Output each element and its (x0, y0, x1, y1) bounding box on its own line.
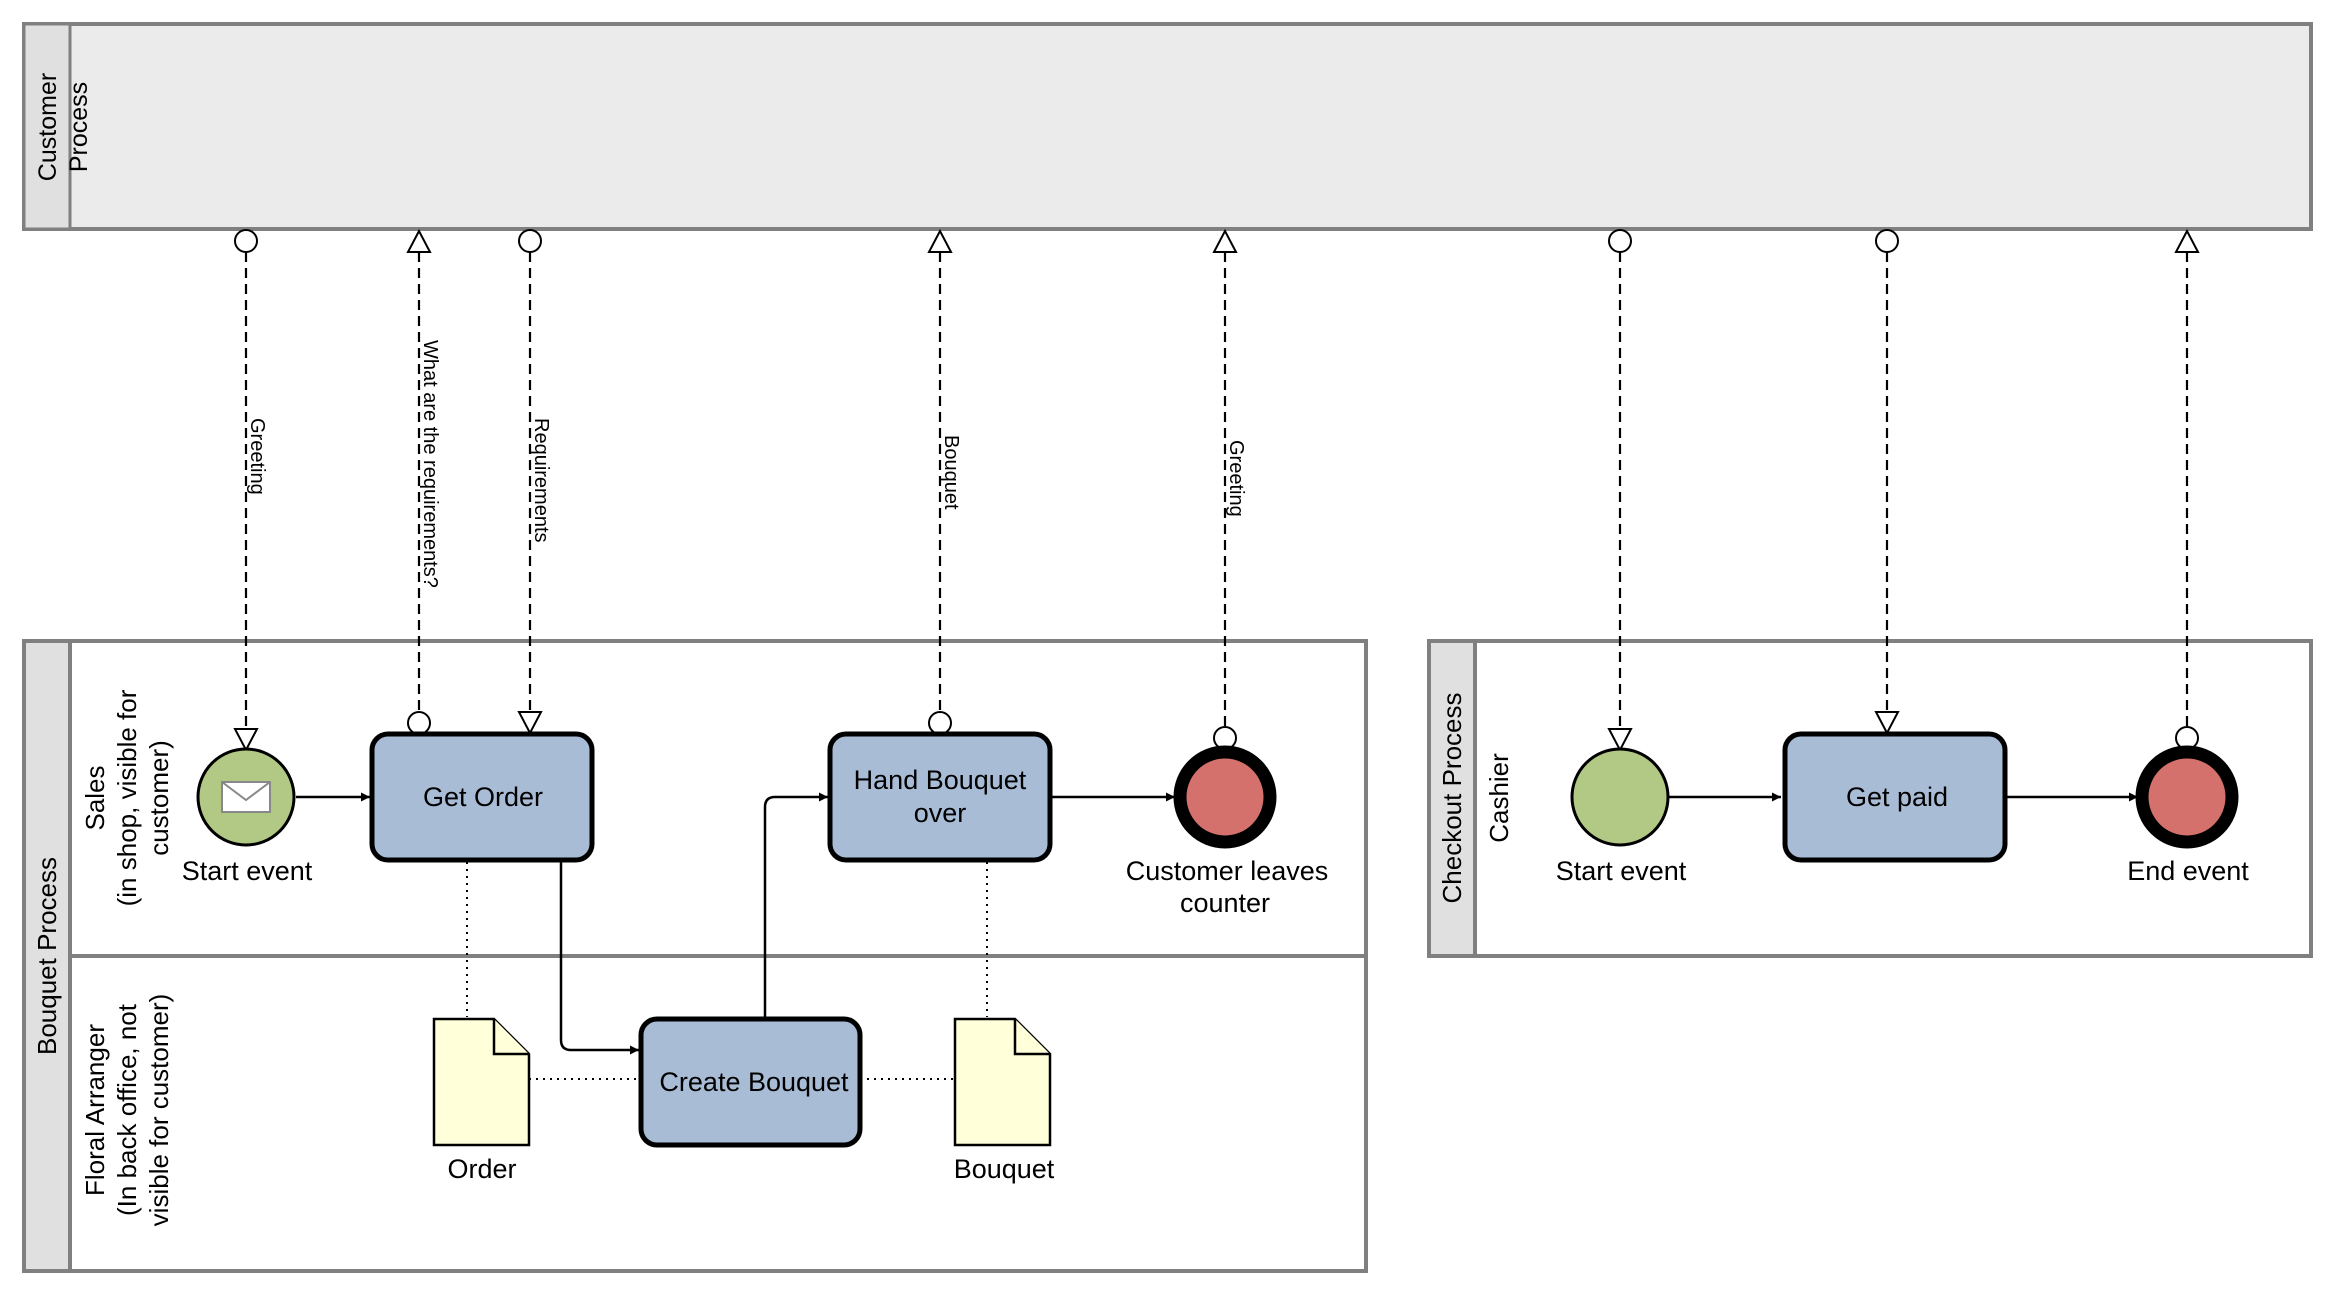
bouquet-start-event[interactable]: Start event (182, 747, 313, 886)
task-get-paid-label: Get paid (1846, 782, 1948, 812)
checkout-pool-label: Checkout Process (1437, 693, 1467, 904)
checkout-start-event[interactable]: Start event (1556, 747, 1687, 886)
lane-sales-label-line3: customer) (144, 740, 174, 856)
task-get-paid[interactable]: Get paid (1782, 731, 2008, 863)
lane-sales-label-line1: Sales (80, 765, 110, 830)
lane-floral-label-line1: Floral Arranger (80, 1024, 110, 1196)
sequence-flow-create-bouquet-to-hand-over[interactable] (763, 792, 828, 1018)
checkout-end-event-label: End event (2127, 856, 2249, 886)
checkout-start-event-label: Start event (1556, 856, 1687, 886)
message-flow-requirements[interactable]: Requirements (517, 229, 552, 736)
task-hand-bouquet-label-line2: over (914, 798, 967, 828)
lane-floral-label-line3: visible for customer) (144, 994, 174, 1227)
task-hand-bouquet-over[interactable]: Hand Bouquet over (827, 731, 1053, 863)
lane-cashier-label: Cashier (1484, 753, 1514, 843)
lane-floral-arranger: Floral Arranger (In back office, not vis… (80, 994, 174, 1227)
bouquet-pool-label: Bouquet Process (32, 857, 62, 1055)
message-label-what-requirements: What are the requirements? (419, 340, 441, 588)
message-flow-what-requirements[interactable]: What are the requirements? (406, 228, 441, 735)
bouquet-start-event-label: Start event (182, 856, 313, 886)
task-get-order-label: Get Order (423, 782, 543, 812)
customer-leaves-label-line1: Customer leaves (1126, 856, 1329, 886)
bouquet-process-pool[interactable]: Bouquet Process (22, 639, 1368, 1273)
lane-sales: Sales (in shop, visible for customer) (80, 689, 174, 906)
lane-floral-label-line2: (In back office, not (112, 1003, 142, 1216)
envelope-icon (221, 781, 271, 813)
message-label-requirements: Requirements (530, 418, 552, 543)
message-label-bouquet: Bouquet (940, 435, 962, 510)
customer-process-pool[interactable]: Customer Process (22, 22, 2313, 231)
task-create-bouquet-label: Create Bouquet (659, 1067, 849, 1097)
task-create-bouquet[interactable]: Create Bouquet (638, 1016, 863, 1148)
customer-leaves-end-event[interactable]: Customer leaves counter (1126, 745, 1329, 918)
checkout-end-event[interactable]: End event (2127, 745, 2249, 886)
data-object-bouquet[interactable]: Bouquet (954, 1017, 1055, 1184)
lane-sales-label-line2: (in shop, visible for (112, 689, 142, 906)
message-label-greeting-in: Greeting (246, 418, 268, 495)
task-get-order[interactable]: Get Order (369, 731, 595, 863)
message-flow-greeting-out[interactable]: Greeting (1212, 228, 1247, 750)
customer-leaves-label-line2: counter (1180, 888, 1270, 918)
task-hand-bouquet-label-line1: Hand Bouquet (854, 765, 1027, 795)
customer-pool-label-line1: Customer (34, 73, 62, 181)
message-label-greeting-out: Greeting (1225, 440, 1247, 517)
message-flow-checkout-end[interactable] (2174, 228, 2200, 750)
data-object-order[interactable]: Order (432, 1017, 531, 1184)
data-object-order-label: Order (447, 1154, 516, 1184)
data-object-bouquet-label: Bouquet (954, 1154, 1055, 1184)
message-flow-greeting-in[interactable]: Greeting (233, 229, 268, 753)
message-flow-checkout-start[interactable] (1607, 229, 1633, 753)
customer-pool-label-line2: Process (65, 82, 93, 172)
message-flow-bouquet[interactable]: Bouquet (927, 228, 962, 735)
sequence-flow-get-order-to-create-bouquet[interactable] (559, 862, 639, 1055)
message-flow-get-paid[interactable] (1874, 229, 1900, 736)
